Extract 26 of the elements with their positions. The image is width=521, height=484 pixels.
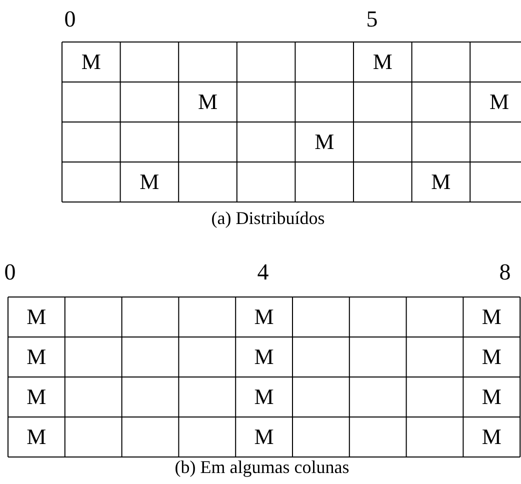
matrix-entry: M [26, 426, 46, 448]
matrix-entry: M [482, 346, 502, 368]
matrix-entry: M [314, 131, 334, 153]
matrix-entry: M [198, 91, 218, 113]
matrix-entry: M [431, 171, 451, 193]
subfigure-caption: (a) Distribuídos [211, 209, 325, 227]
matrix-entry: M [140, 171, 160, 193]
matrix-entry: M [26, 386, 46, 408]
subfigure-caption: (b) Em algumas colunas [174, 458, 350, 476]
matrix-entry: M [254, 346, 274, 368]
column-index: 5 [366, 8, 378, 30]
column-index: 0 [4, 260, 16, 284]
column-index: 4 [257, 260, 269, 284]
matrix-entry: M [254, 306, 274, 328]
column-index: 8 [499, 260, 511, 284]
matrix-entry: M [482, 306, 502, 328]
matrix-entry: M [482, 386, 502, 408]
matrix-entry: M [254, 386, 274, 408]
matrix-entry: M [26, 346, 46, 368]
column-index: 0 [64, 8, 76, 30]
matrix-entry: M [254, 426, 274, 448]
matrix-entry: M [482, 426, 502, 448]
matrix-entry: M [489, 91, 510, 113]
matrix-entry: M [81, 51, 101, 73]
matrix-entry: M [372, 51, 392, 73]
matrix-entry: M [26, 306, 46, 328]
